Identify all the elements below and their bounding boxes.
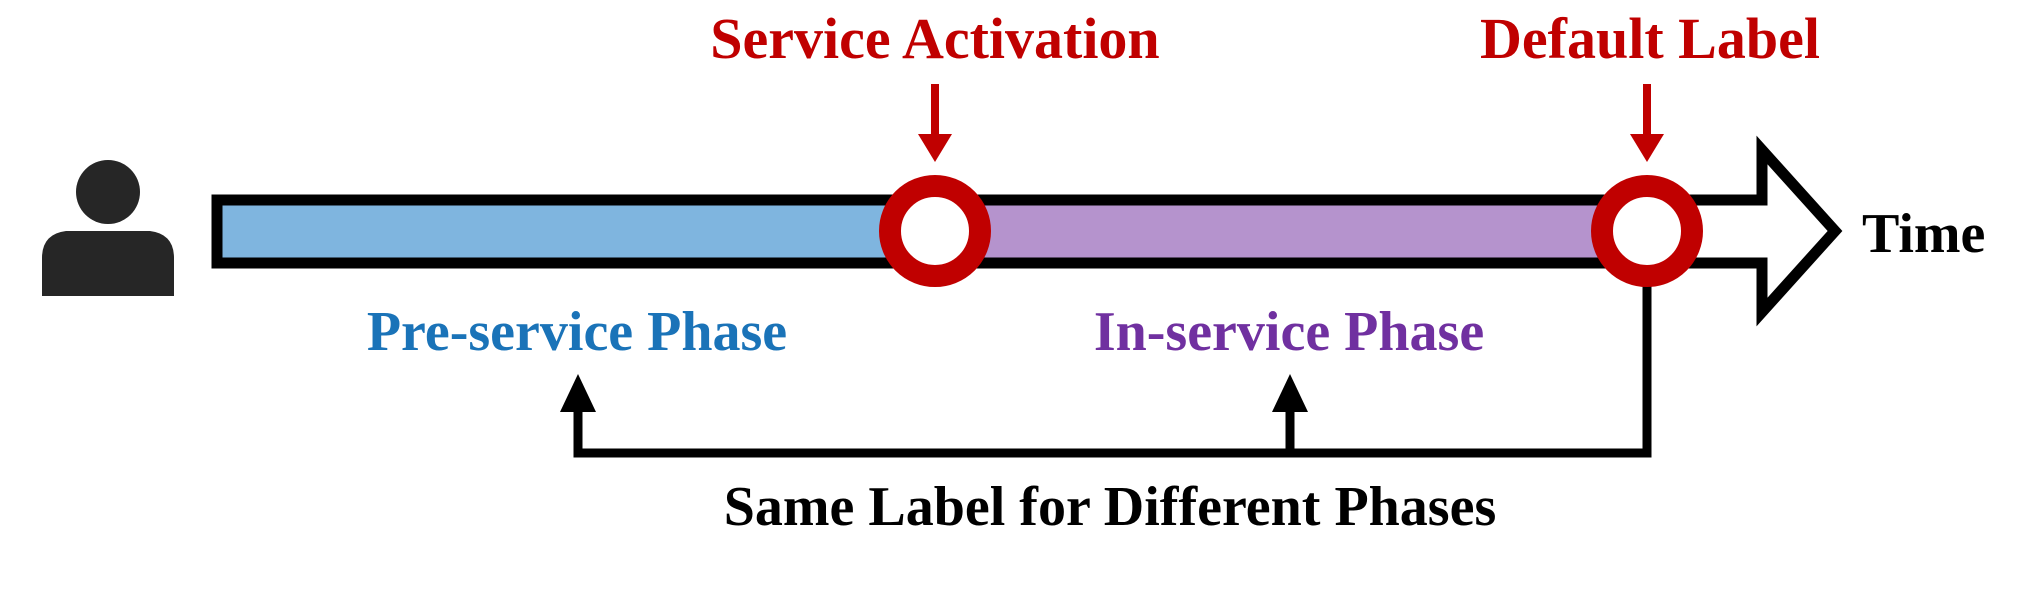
service-activation-marker-icon: [879, 175, 991, 287]
phase-connector-arrows: [560, 268, 1652, 458]
time-arrow-outline: [211, 135, 1843, 327]
bottom-caption: Same Label for Different Phases: [724, 476, 1497, 538]
default-label-marker-icon: [1591, 175, 1703, 287]
service-activation-label: Service Activation: [710, 6, 1159, 71]
pre-service-bar: [217, 200, 935, 263]
default-label-pointer-icon: [1630, 84, 1664, 162]
in-service-bar: [935, 200, 1645, 263]
pre-service-phase-label: Pre-service Phase: [367, 301, 787, 363]
service-activation-pointer-icon: [918, 84, 952, 162]
arrow-up-icon: [1272, 374, 1308, 412]
arrow-up-icon: [560, 374, 596, 412]
time-axis-label: Time: [1862, 203, 1985, 265]
default-label-label: Default Label: [1480, 6, 1820, 71]
in-service-phase-label: In-service Phase: [1094, 301, 1484, 363]
user-icon: [42, 160, 174, 296]
